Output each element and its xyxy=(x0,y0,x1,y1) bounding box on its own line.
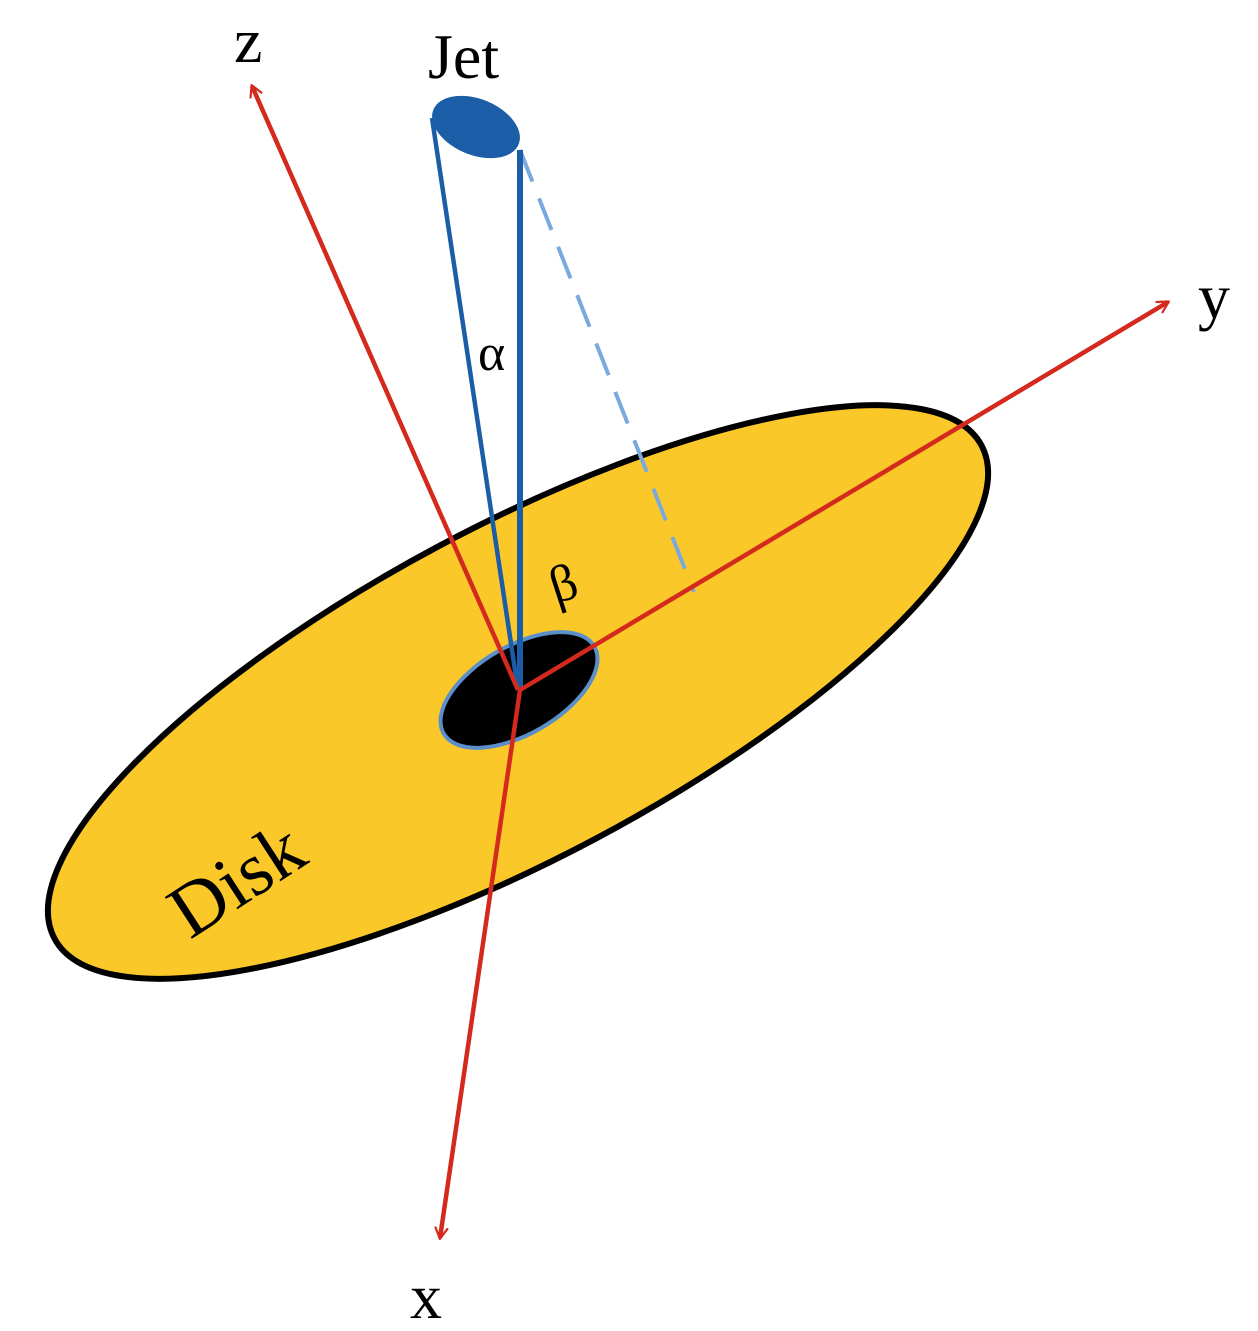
z-axis-arrow xyxy=(252,86,521,691)
y-axis-label: y xyxy=(1198,261,1230,332)
jet-tip-ellipse xyxy=(432,95,520,159)
jet-projection-dashed-line xyxy=(518,149,696,593)
alpha-angle-label: α xyxy=(478,325,505,382)
z-axis-label: z xyxy=(234,5,262,76)
jet-cone-left-edge xyxy=(429,117,521,691)
jet-label: Jet xyxy=(428,21,499,92)
y-axis-arrow xyxy=(518,300,1168,692)
x-axis-arrow xyxy=(440,689,523,1238)
x-axis-label: x xyxy=(410,1261,442,1331)
